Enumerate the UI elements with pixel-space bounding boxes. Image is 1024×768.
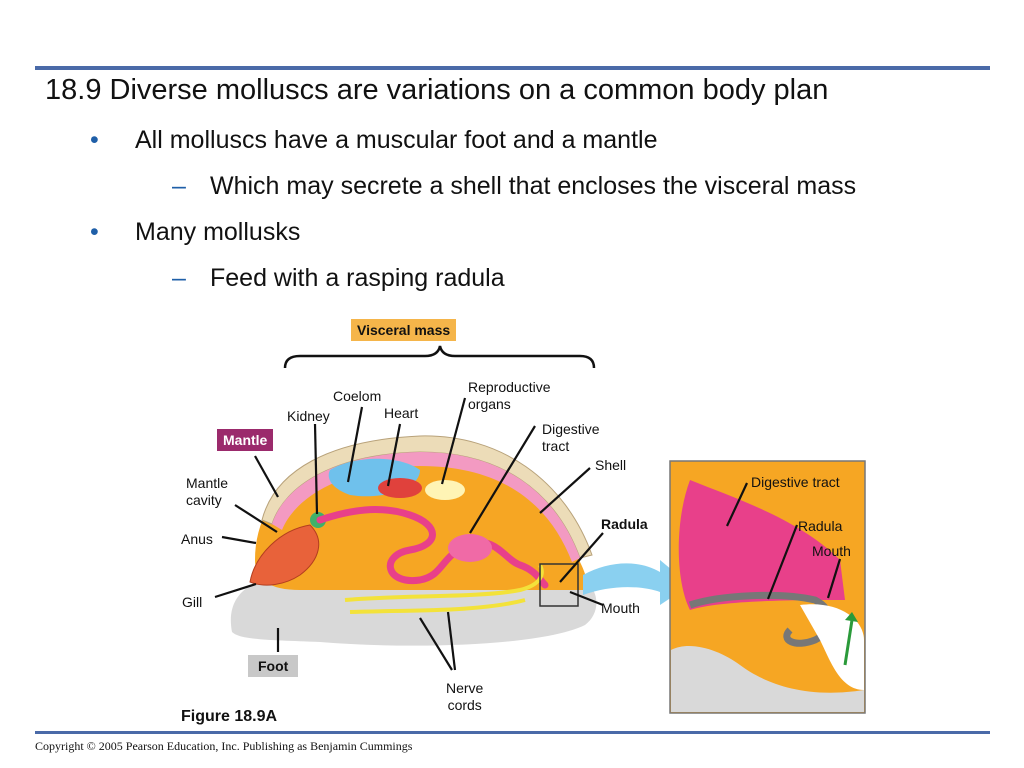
digestive-tract-shape [316,506,549,589]
visceral-mass-tag: Visceral mass [351,319,457,341]
label-anus: Anus [181,531,213,547]
bullet-text: Feed with a rasping radula [210,264,505,292]
leader-lines [214,397,842,671]
inset-digestive [678,480,845,610]
foot-tag: Foot [248,655,299,677]
bullet-marker: – [172,264,186,292]
stomach-shape [448,534,492,562]
label-mantle-cavity: Mantle cavity [186,475,229,508]
bottom-rule [35,731,990,734]
label-shell: Shell [595,457,627,473]
bullet-marker: • [90,218,99,246]
label-reproductive-organs: Reproductive organs [468,379,551,412]
heart-shape [378,478,422,498]
reproductive-organs-shape [425,480,465,500]
bullet-text: Which may secrete a shell that encloses … [210,172,857,200]
label-coelom: Coelom [333,388,382,404]
inset-foot [671,645,864,712]
copyright-notice: Copyright © 2005 Pearson Education, Inc.… [35,739,413,753]
inset-label-radula: Radula [798,518,843,534]
slide-title: 18.9 Diverse molluscs are variations on … [45,74,829,106]
mantle-tag: Mantle [217,429,274,451]
label-radula: Radula [601,516,648,532]
bullet-text: Many mollusks [135,218,301,246]
visceral-brace [283,345,596,369]
inset-label-mouth: Mouth [812,543,851,559]
figure-caption: Figure 18.9A [181,708,278,725]
magnify-arrow [583,560,690,605]
bullet-text: All molluscs have a muscular foot and a … [135,126,658,154]
label-mouth: Mouth [601,600,640,616]
label-nerve-cords: Nerve cords [446,680,484,713]
label-digestive-tract: Digestive tract [542,421,600,454]
inset-mouth-area [800,604,864,690]
label-heart: Heart [384,405,419,421]
bullet-marker: – [172,172,186,200]
top-rule [35,66,990,70]
radula-region-box [539,563,579,607]
bullet-marker: • [90,126,99,154]
gill-shape [249,524,320,586]
label-gill: Gill [182,594,203,610]
inset-green-arrow [843,619,854,666]
inset-label-digestive-tract: Digestive tract [751,474,840,490]
nerve-cord-shape [349,598,526,614]
label-kidney: Kidney [287,408,330,424]
